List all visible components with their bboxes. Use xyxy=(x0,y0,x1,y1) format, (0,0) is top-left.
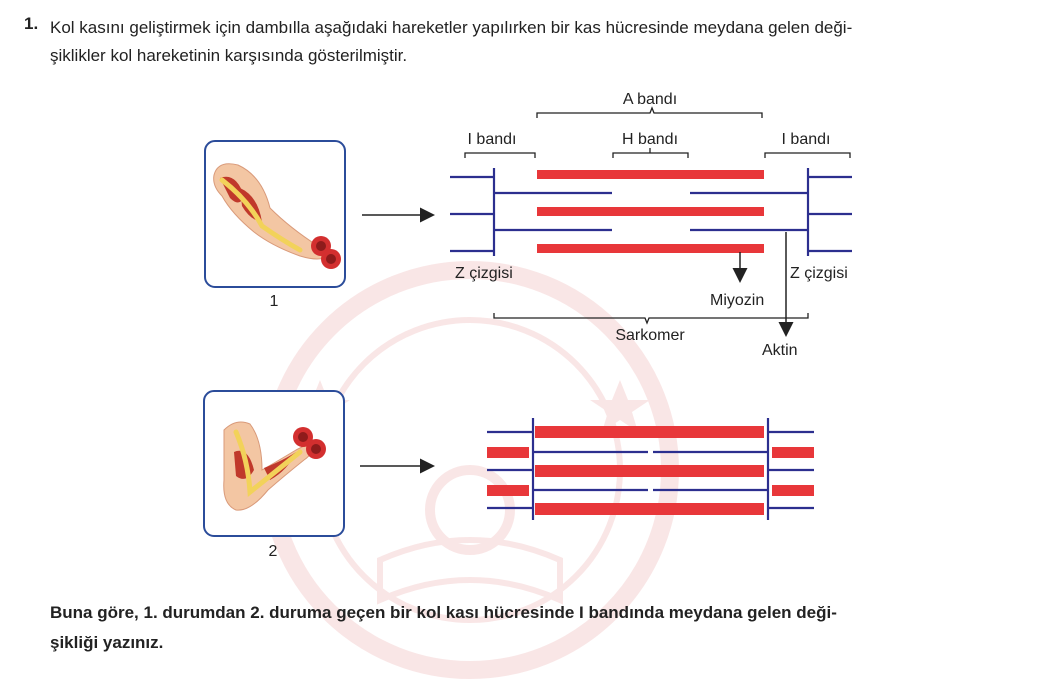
question-prompt-line-1: Buna göre, 1. durumdan 2. duruma geçen b… xyxy=(50,603,837,622)
myosin-filament-c2 xyxy=(535,465,764,477)
sarcomere-bracket xyxy=(493,313,809,325)
flexed-arm-with-dumbbell-icon xyxy=(213,163,341,269)
i-band-left-label: I bandı xyxy=(468,131,517,148)
flexed-arm-with-dumbbell-icon-2 xyxy=(223,421,326,511)
question-prompt-line-2: şikliği yazınız. xyxy=(50,633,164,652)
sarcomere-contracted xyxy=(487,418,814,520)
i-band-right-bracket xyxy=(764,152,851,158)
myosin-label: Miyozin xyxy=(710,292,764,309)
z-line-left-label: Z çizgisi xyxy=(455,265,513,282)
figure-1-caption: 1 xyxy=(270,293,279,310)
arm-image-box-1 xyxy=(204,140,346,288)
band-brackets xyxy=(464,106,851,325)
myosin-filament-c3 xyxy=(535,503,764,515)
a-band-label: A bandı xyxy=(623,91,677,108)
question-intro-line-2: şiklikler kol hareketinin karşısında gös… xyxy=(50,46,408,65)
h-band-bracket xyxy=(612,148,689,158)
myosin-filament-3 xyxy=(537,244,764,253)
myosin-filament-1 xyxy=(537,170,764,179)
sarcomere-label: Sarkomer xyxy=(615,327,685,344)
h-band-label: H bandı xyxy=(622,131,678,148)
z-line-right-label: Z çizgisi xyxy=(790,265,848,282)
question-intro: Kol kasını geliştirmek için dambılla aşa… xyxy=(50,14,1040,70)
sarcomere-relaxed xyxy=(450,168,852,256)
i-band-left-bracket xyxy=(464,152,536,158)
figure-2-caption: 2 xyxy=(269,543,278,560)
a-band-bracket xyxy=(536,106,763,118)
actin-label: Aktin xyxy=(762,342,798,359)
i-band-right-label: I bandı xyxy=(782,131,831,148)
question-number: 1. xyxy=(24,14,39,33)
myosin-filament-2 xyxy=(537,207,764,216)
arm-image-box-2 xyxy=(203,390,345,537)
myosin-filament-c1 xyxy=(535,426,764,438)
question-intro-line-1: Kol kasını geliştirmek için dambılla aşa… xyxy=(50,18,853,37)
question-prompt: Buna göre, 1. durumdan 2. duruma geçen b… xyxy=(50,598,1040,658)
